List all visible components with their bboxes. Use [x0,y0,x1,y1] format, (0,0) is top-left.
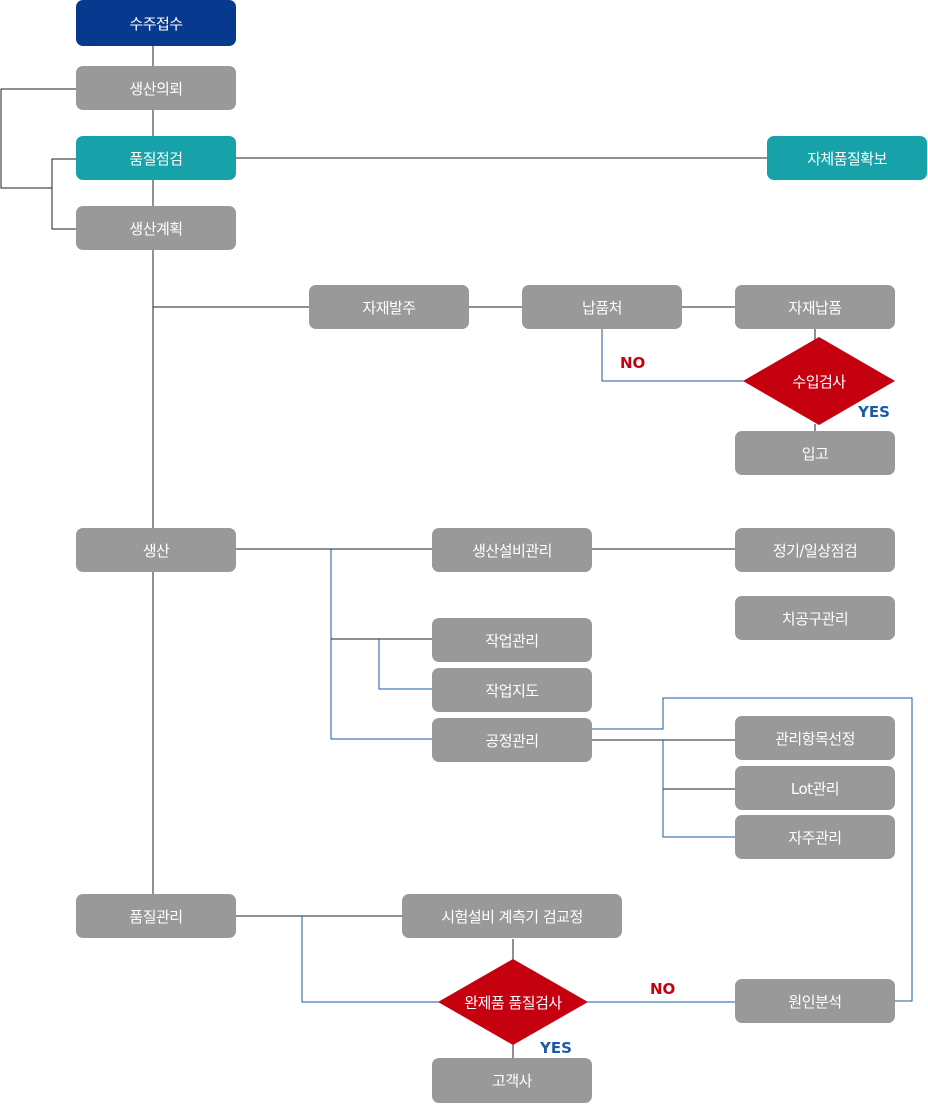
label-incoming-inspection: 수입검사 [792,372,846,391]
node-production-plan: 생산계획 [76,206,236,250]
label-final-no: NO [650,980,676,998]
connector-request-loop [0,88,76,189]
label-incoming-no: NO [620,354,646,372]
connector-self-mgmt [662,740,735,838]
connector-cause-feedback [592,697,913,1002]
node-warehousing: 입고 [735,431,895,475]
node-material-order: 자재발주 [309,285,469,329]
node-quality-check: 품질점검 [76,136,236,180]
node-calibration: 시험설비 계측기 검교정 [402,894,622,938]
node-periodic-check: 정기/일상점검 [735,528,895,572]
node-quality-mgmt: 품질관리 [76,894,236,938]
node-process-mgmt: 공정관리 [432,718,592,762]
node-cause-analysis: 원인분석 [735,979,895,1023]
label-final-yes: YES [540,1039,572,1057]
node-self-quality: 자체품질확보 [767,136,927,180]
node-production: 생산 [76,528,236,572]
label-incoming-yes: YES [858,403,890,421]
node-work-mgmt: 작업관리 [432,618,592,662]
node-self-mgmt: 자주관리 [735,815,895,859]
connector-quality-branch [301,916,440,1003]
node-material-delivery: 자재납품 [735,285,895,329]
connector-incoming-no [601,329,745,382]
node-lot-mgmt: Lot관리 [735,766,895,810]
node-customer: 고객사 [432,1058,592,1103]
decision-incoming-inspection [743,337,895,425]
label-final-inspection: 완제품 품질검사 [464,993,562,1012]
node-item-selection: 관리항목선정 [735,716,895,760]
node-jig-tool-mgmt: 치공구관리 [735,596,895,640]
node-work-guidance: 작업지도 [432,668,592,712]
node-supplier: 납품처 [522,285,682,329]
connector-production-branch [330,549,432,740]
connector-check-plan [51,188,76,230]
node-order-receipt: 수주접수 [76,0,236,46]
connector-work-guidance [378,639,432,690]
decision-final-inspection [438,959,588,1045]
node-production-request: 생산의뢰 [76,66,236,110]
node-equipment-mgmt: 생산설비관리 [432,528,592,572]
